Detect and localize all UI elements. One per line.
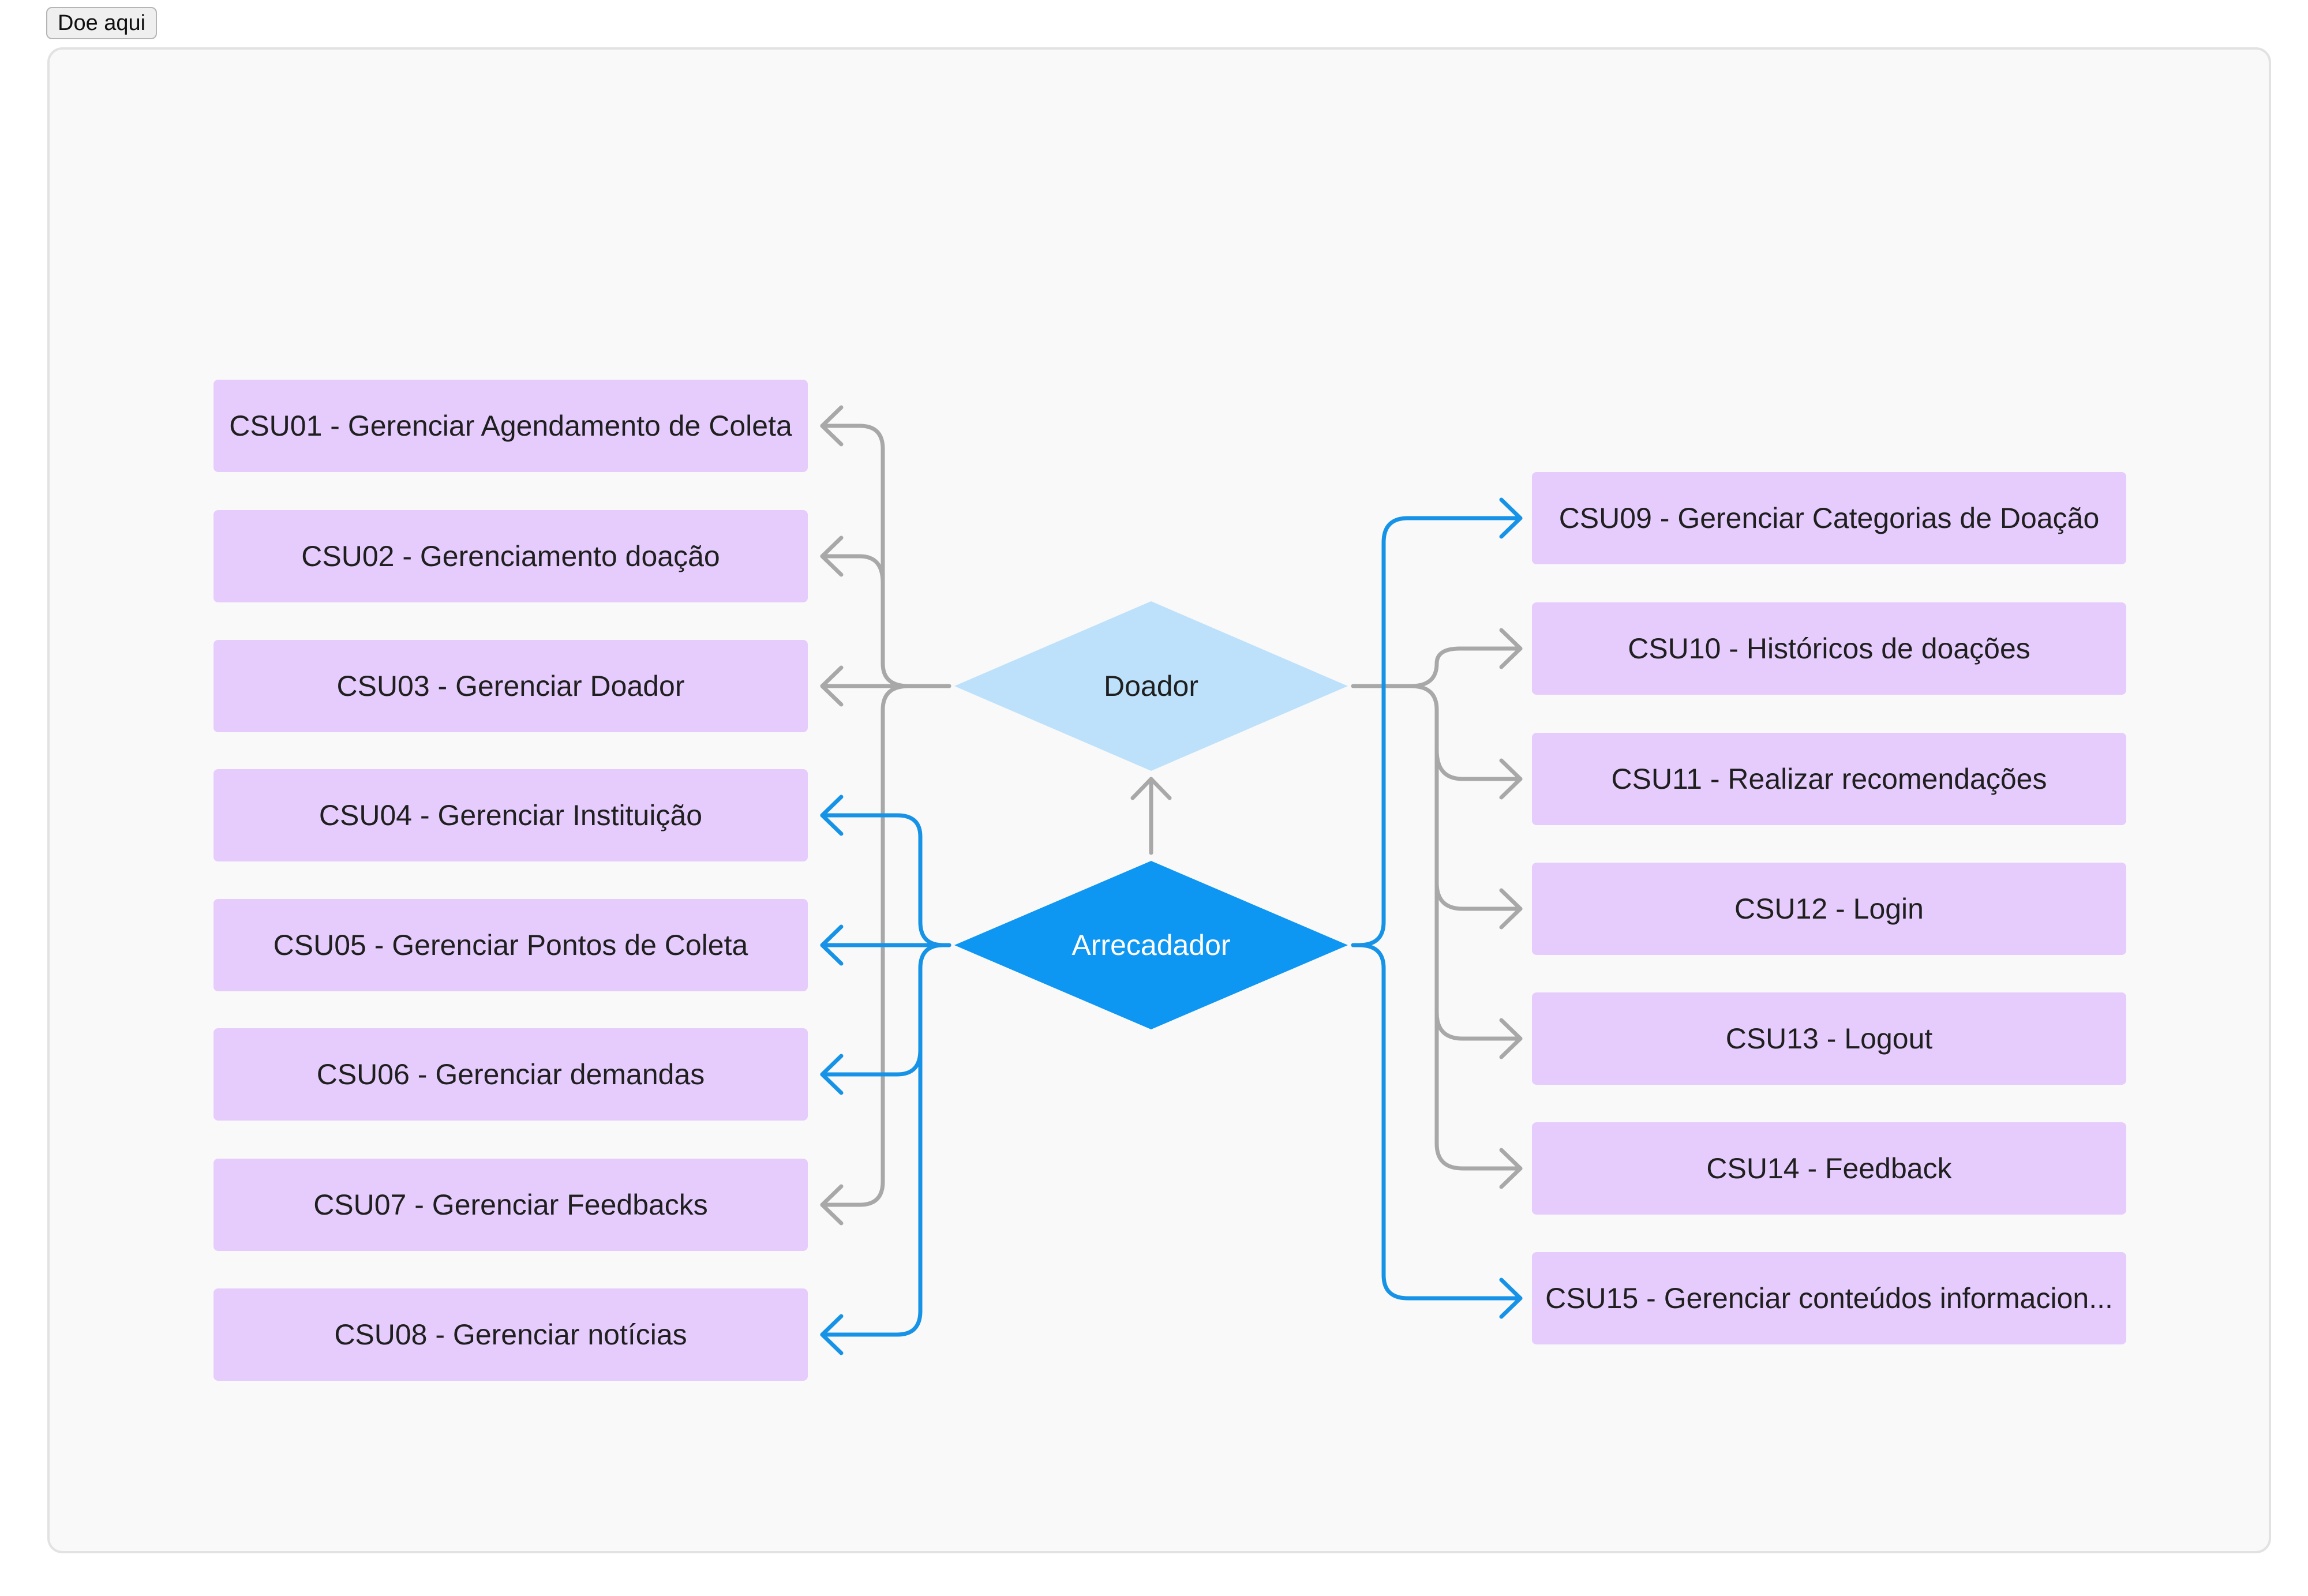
actor-doador[interactable]: Doador: [954, 601, 1348, 771]
svg-text:CSU08 - Gerenciar notícias: CSU08 - Gerenciar notícias: [334, 1318, 687, 1351]
connector-doador-csu07: [820, 684, 911, 1207]
connector-arrecadador-csu15: [1357, 943, 1523, 1301]
svg-text:CSU03 - Gerenciar Doador: CSU03 - Gerenciar Doador: [336, 670, 684, 702]
svg-text:CSU13 - Logout: CSU13 - Logout: [1726, 1022, 1933, 1055]
svg-text:CSU15 - Gerenciar conteúdos in: CSU15 - Gerenciar conteúdos informacion.…: [1545, 1282, 2113, 1314]
arrowhead-doador: [1130, 777, 1172, 800]
connector-doador-csu12: [1434, 881, 1523, 911]
use-case-csu08[interactable]: CSU08 - Gerenciar notícias: [213, 1288, 808, 1381]
connector-doador-hub: [1351, 684, 1523, 1171]
svg-text:CSU02 - Gerenciamento doação: CSU02 - Gerenciamento doação: [301, 540, 720, 572]
arrowhead-csu04: [820, 795, 844, 836]
connector-arrecadador-csu08: [820, 1048, 923, 1337]
use-cases-right: CSU09 - Gerenciar Categorias de Doação C…: [1532, 472, 2126, 1344]
arrecadador-diamond: [954, 861, 1348, 1029]
use-case-csu07[interactable]: CSU07 - Gerenciar Feedbacks: [213, 1159, 808, 1251]
use-case-csu14[interactable]: CSU14 - Feedback: [1532, 1122, 2126, 1215]
arrowhead-csu05: [820, 924, 844, 966]
arrowhead-csu11: [1499, 758, 1523, 800]
svg-text:CSU14 - Feedback: CSU14 - Feedback: [1706, 1152, 1952, 1185]
actor-arrecadador[interactable]: Arrecadador: [954, 861, 1348, 1029]
doador-label: Doador: [1104, 670, 1198, 702]
use-case-csu11[interactable]: CSU11 - Realizar recomendações: [1532, 733, 2126, 825]
arrowhead-csu14: [1499, 1148, 1523, 1189]
doador-diamond: [954, 601, 1348, 771]
svg-text:CSU01 - Gerenciar Agendamento: CSU01 - Gerenciar Agendamento de Coleta: [229, 410, 792, 442]
connector-arrecadador-csu09: [1351, 516, 1523, 947]
arrowhead-csu08: [820, 1314, 844, 1355]
arrowhead-csu03: [820, 665, 844, 707]
doador-right-connectors: [1351, 628, 1523, 1189]
arrowhead-csu15: [1499, 1277, 1523, 1319]
svg-text:CSU09 - Gerenciar Categorias d: CSU09 - Gerenciar Categorias de Doação: [1559, 502, 2100, 534]
connector-doador-csu11: [1434, 748, 1523, 781]
svg-text:CSU04 - Gerenciar Instituição: CSU04 - Gerenciar Instituição: [319, 799, 702, 831]
svg-text:CSU10 - Históricos de doações: CSU10 - Históricos de doações: [1628, 632, 2030, 665]
use-case-csu04[interactable]: CSU04 - Gerenciar Instituição: [213, 769, 808, 861]
arrecadador-doador-connector: [1130, 777, 1172, 855]
use-case-csu09[interactable]: CSU09 - Gerenciar Categorias de Doação: [1532, 472, 2126, 564]
doador-left-connectors: [820, 405, 951, 1226]
connector-doador-csu02: [820, 554, 885, 591]
use-case-csu13[interactable]: CSU13 - Logout: [1532, 992, 2126, 1085]
connectors: [820, 405, 1523, 1355]
use-case-csu10[interactable]: CSU10 - Históricos de doações: [1532, 602, 2126, 695]
arrowhead-csu10: [1499, 628, 1523, 669]
arrecadador-right-connectors: [1351, 497, 1523, 1319]
arrowhead-csu02: [820, 535, 844, 577]
svg-text:CSU11 - Realizar recomendações: CSU11 - Realizar recomendações: [1612, 763, 2047, 795]
connector-doador-csu10: [1408, 646, 1523, 688]
svg-text:CSU06 - Gerenciar demandas: CSU06 - Gerenciar demandas: [317, 1058, 705, 1091]
arrowhead-csu13: [1499, 1018, 1523, 1059]
svg-text:CSU05 - Gerenciar Pontos de Co: CSU05 - Gerenciar Pontos de Coleta: [273, 929, 748, 961]
arrowhead-csu09: [1499, 497, 1523, 539]
arrowhead-csu06: [820, 1054, 844, 1095]
use-case-csu06[interactable]: CSU06 - Gerenciar demandas: [213, 1028, 808, 1121]
use-case-csu12[interactable]: CSU12 - Login: [1532, 863, 2126, 955]
use-cases-left: CSU01 - Gerenciar Agendamento de Coleta …: [213, 380, 808, 1381]
use-case-csu02[interactable]: CSU02 - Gerenciamento doação: [213, 510, 808, 602]
svg-text:CSU12 - Login: CSU12 - Login: [1734, 893, 1924, 925]
arrecadador-label: Arrecadador: [1071, 929, 1230, 961]
arrowhead-csu01: [820, 405, 844, 447]
doe-aqui-button[interactable]: Doe aqui: [46, 7, 158, 39]
use-case-csu01[interactable]: CSU01 - Gerenciar Agendamento de Coleta: [213, 380, 808, 472]
use-case-csu15[interactable]: CSU15 - Gerenciar conteúdos informacion.…: [1532, 1252, 2126, 1344]
svg-text:CSU07 - Gerenciar Feedbacks: CSU07 - Gerenciar Feedbacks: [313, 1189, 708, 1221]
use-case-csu03[interactable]: CSU03 - Gerenciar Doador: [213, 640, 808, 732]
connector-doador-csu13: [1434, 1010, 1523, 1041]
use-case-csu05[interactable]: CSU05 - Gerenciar Pontos de Coleta: [213, 899, 808, 991]
arrecadador-left-connectors: [820, 795, 951, 1355]
arrowhead-csu07: [820, 1184, 844, 1226]
arrowhead-csu12: [1499, 888, 1523, 930]
